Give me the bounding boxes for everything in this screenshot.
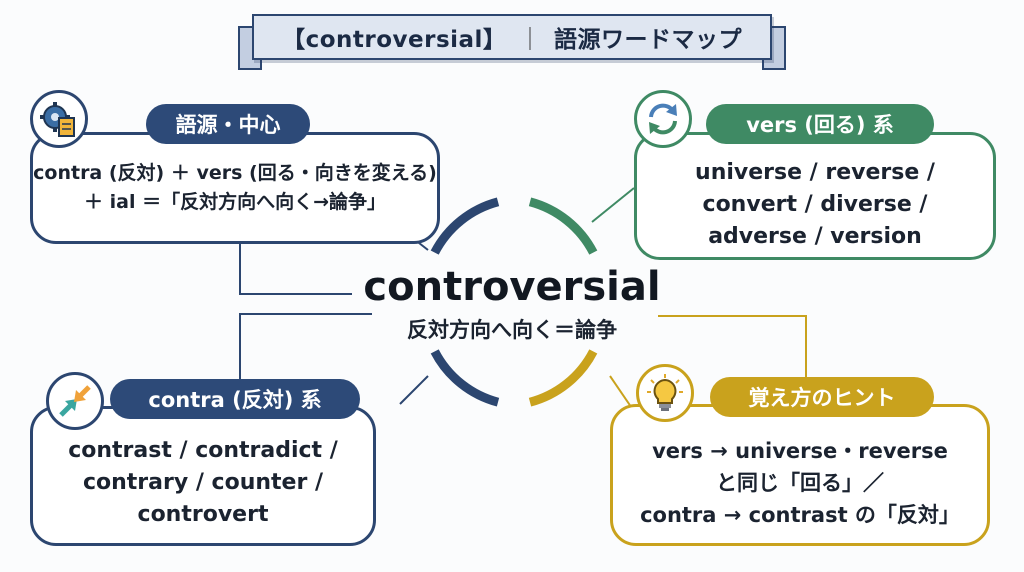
contra-line-1: contrast / contradict / (68, 438, 338, 463)
hint-line-3: contra → contrast の「反対」 (640, 503, 960, 527)
connector-origin (239, 244, 372, 295)
vers-label: vers (回る) 系 (706, 104, 934, 144)
hint-line-2: と同じ「回る」／ (716, 471, 884, 495)
ring-arc-navy-bottom (430, 349, 500, 407)
opposing-arrows-icon (46, 372, 104, 430)
vers-line-1: universe / reverse / (695, 160, 935, 185)
title-banner: 【controversial】 ｜ 語源ワードマップ (238, 14, 786, 70)
rotate-arrows-icon (634, 90, 692, 148)
contra-line-2: contrary / counter / (82, 470, 324, 495)
vers-line-2: convert / diverse / (702, 192, 928, 217)
hint-panel: vers → universe・reverse と同じ「回る」／ contra … (610, 404, 990, 546)
origin-label: 語源・中心 (146, 104, 310, 144)
connector-contra-ring (399, 375, 429, 405)
ring-arc-green (528, 197, 598, 255)
origin-line-1: contra (反対) ＋ vers (回る・向きを変える) (33, 162, 437, 184)
contra-label: contra (反対) 系 (110, 379, 360, 419)
origin-panel: contra (反対) ＋ vers (回る・向きを変える) ＋ ial ＝「反… (30, 132, 440, 244)
vers-line-3: adverse / version (708, 224, 922, 249)
title-separator: ｜ (518, 27, 542, 53)
vers-panel: universe / reverse / convert / diverse /… (634, 132, 996, 260)
contra-panel: contrast / contradict / contrary / count… (30, 406, 376, 546)
title-word: 【controversial】 (282, 27, 507, 53)
ring-arc-gold (528, 349, 598, 407)
center-word: controversial (352, 264, 672, 310)
center-meaning: 反対方向へ向く＝論争 (372, 314, 652, 344)
contra-line-3: controvert (137, 502, 269, 527)
hint-line-1: vers → universe・reverse (652, 439, 948, 463)
connector-hint (658, 315, 807, 378)
lightbulb-icon (636, 364, 694, 422)
ring-arc-navy-top (430, 197, 500, 255)
origin-line-2: ＋ ial ＝「反対方向へ向く→論争」 (84, 191, 386, 213)
gear-document-icon (30, 90, 88, 148)
title-subtitle: 語源ワードマップ (553, 27, 742, 53)
connector-vers (591, 187, 635, 223)
hint-label: 覚え方のヒント (710, 377, 934, 417)
connector-contra (239, 313, 372, 406)
